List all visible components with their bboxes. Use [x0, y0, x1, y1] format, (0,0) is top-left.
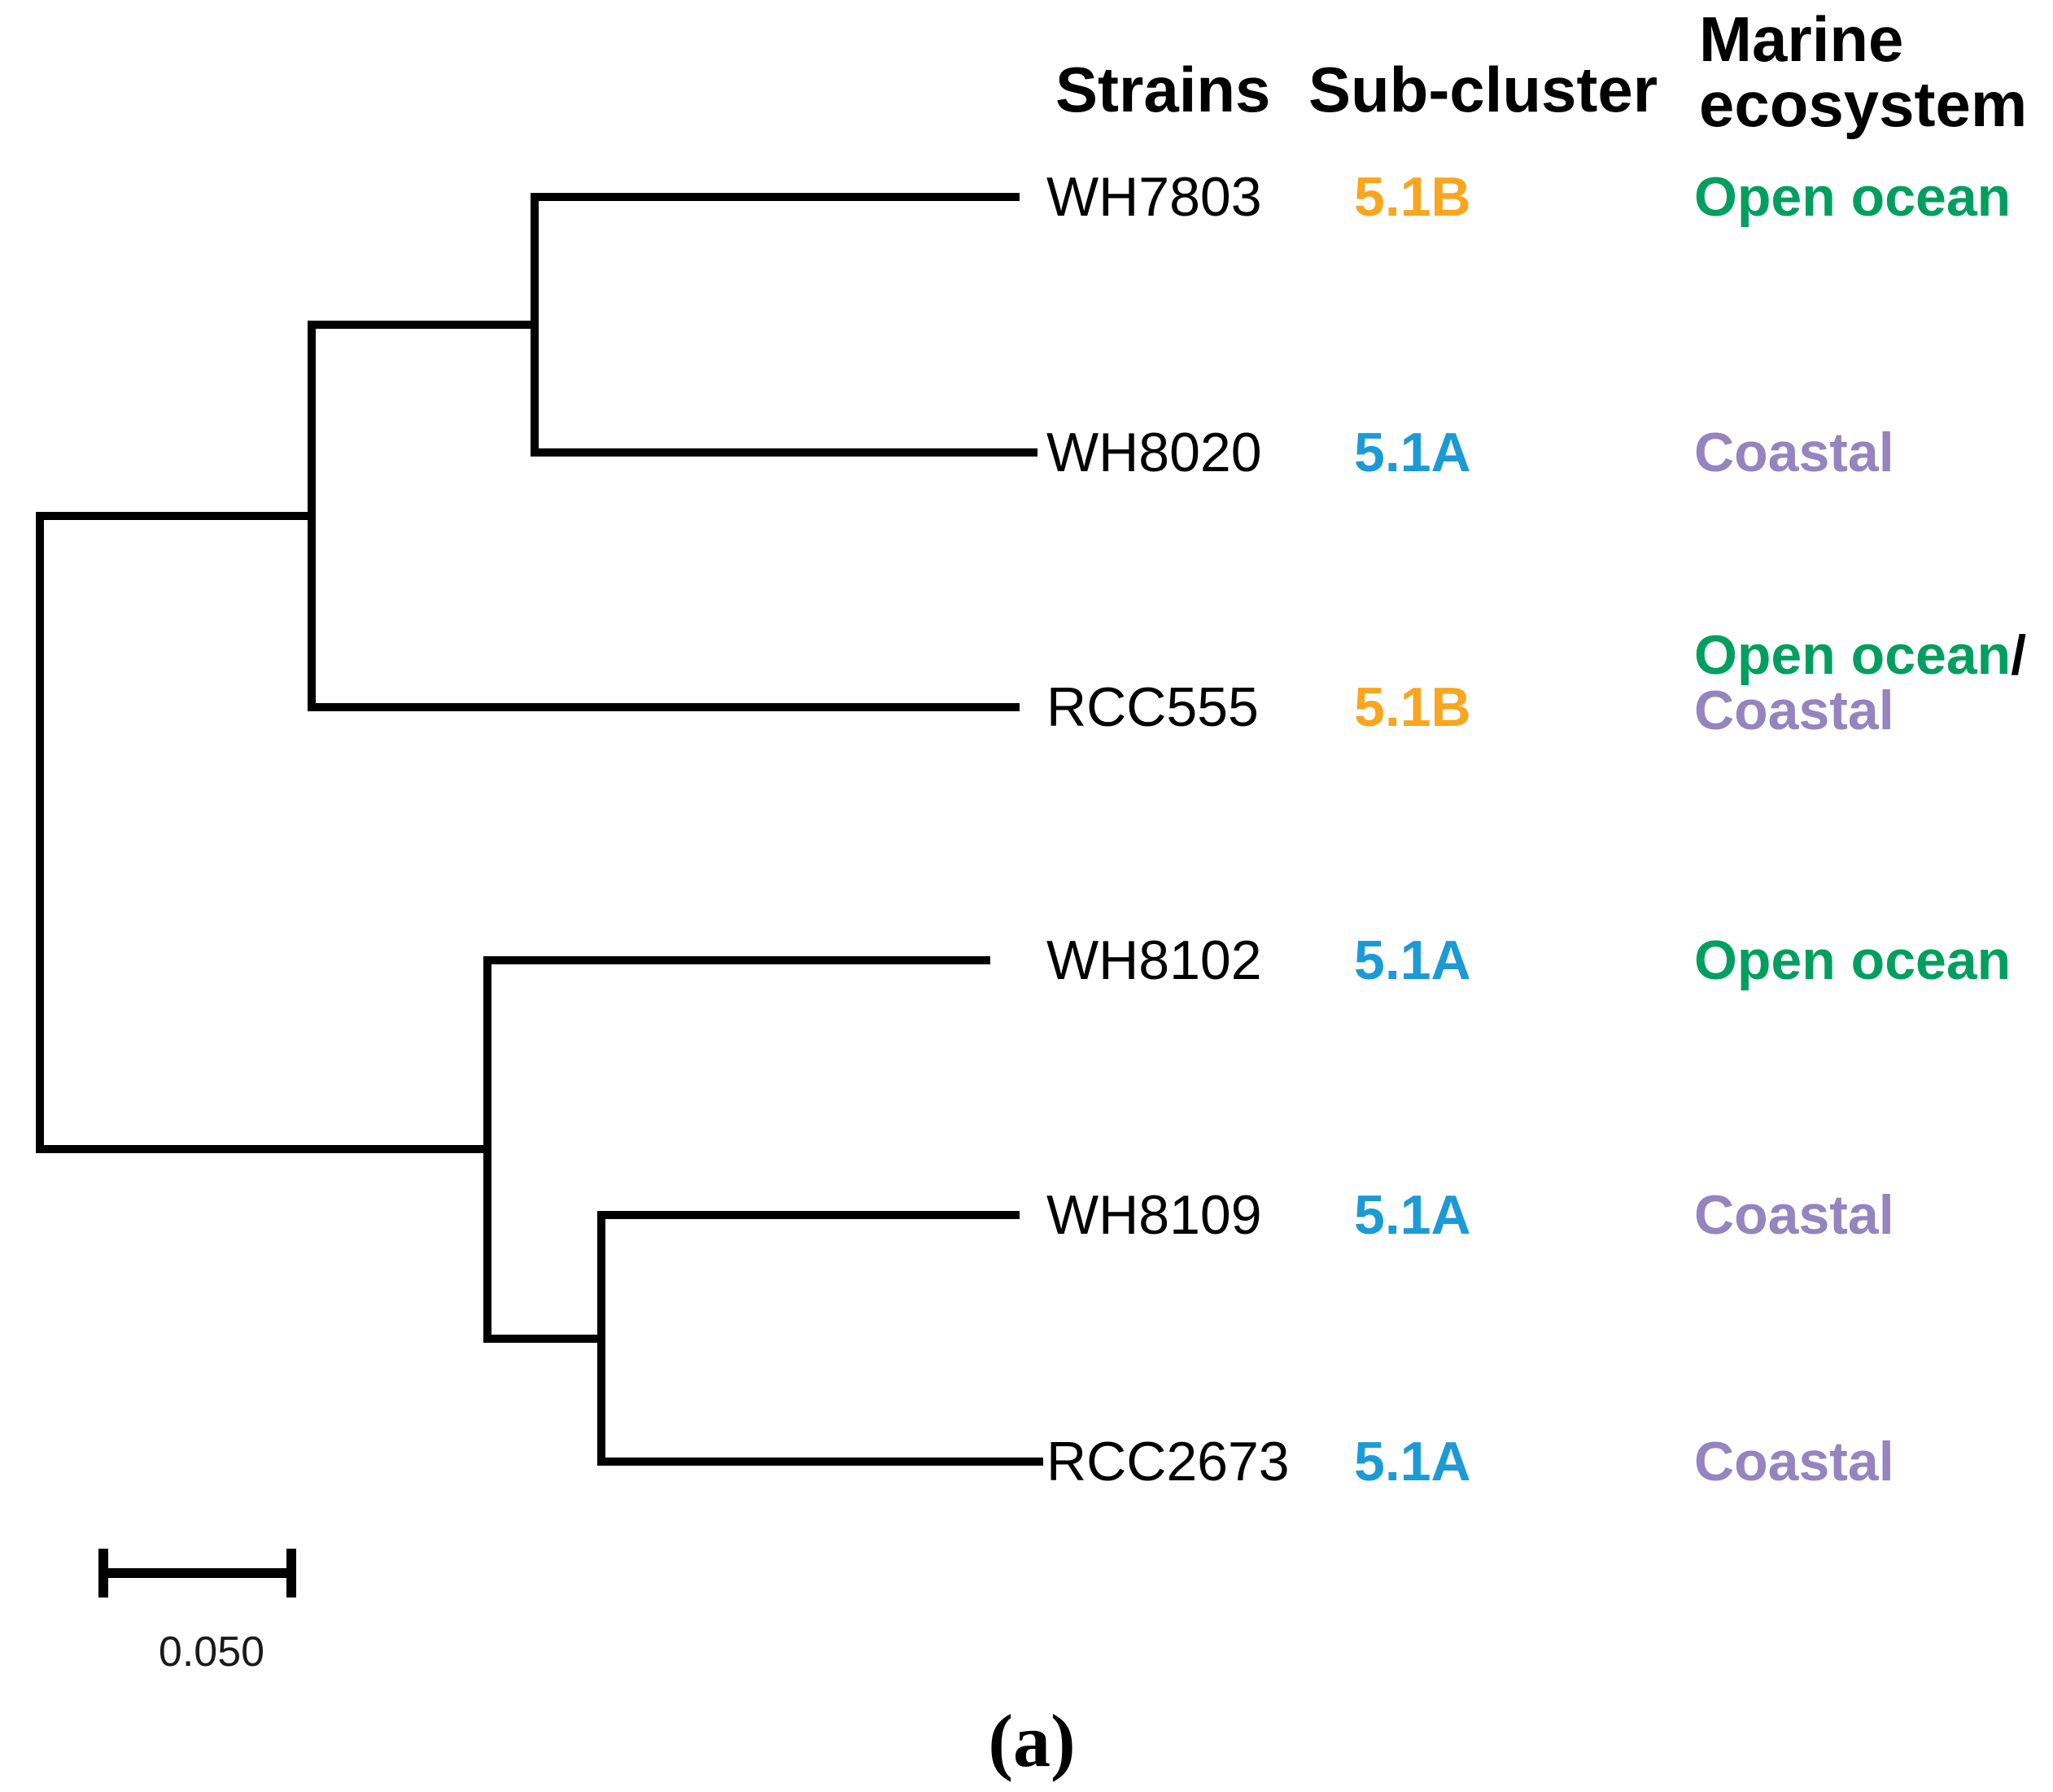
- ecosystem-label: Open ocean: [1694, 929, 2012, 991]
- subcluster-label: 5.1A: [1354, 422, 1471, 483]
- ecosystem-label: Coastal: [1694, 1431, 1894, 1493]
- ecosystem-label: Coastal: [1694, 422, 1894, 483]
- strain-label: RCC555: [1046, 676, 1259, 738]
- subcluster-label: 5.1B: [1354, 676, 1471, 738]
- strain-label: WH8109: [1046, 1184, 1262, 1246]
- column-header-marine-ecosystem: Marine ecosystem: [1699, 7, 2027, 137]
- subcluster-label: 5.1A: [1354, 1431, 1471, 1493]
- scale-bar-label: 0.050: [158, 1628, 265, 1676]
- column-header-marine-line2: ecosystem: [1699, 68, 2028, 140]
- strain-label: WH7803: [1046, 166, 1262, 228]
- subcluster-label: 5.1A: [1354, 929, 1471, 991]
- column-header-marine-line1: Marine: [1699, 3, 1904, 75]
- column-header-subcluster: Sub-cluster: [1308, 54, 1658, 125]
- ecosystem-line-coastal: Coastal: [1694, 680, 1894, 741]
- ecosystem-slash: /: [2011, 624, 2027, 686]
- figure-caption: (a): [988, 1699, 1076, 1782]
- subcluster-label: 5.1B: [1354, 166, 1471, 228]
- ecosystem-label: Coastal: [1694, 1184, 1894, 1246]
- strain-label: WH8102: [1046, 929, 1262, 991]
- ecosystem-line-open-ocean: Open ocean/: [1694, 624, 2027, 686]
- ecosystem-label: Open ocean/ Coastal: [1694, 627, 2026, 738]
- column-header-strains: Strains: [1055, 54, 1271, 125]
- ecosystem-label: Open ocean: [1694, 166, 2012, 228]
- strain-label: WH8020: [1046, 422, 1262, 483]
- strain-label: RCC2673: [1046, 1431, 1290, 1493]
- subcluster-label: 5.1A: [1354, 1184, 1471, 1246]
